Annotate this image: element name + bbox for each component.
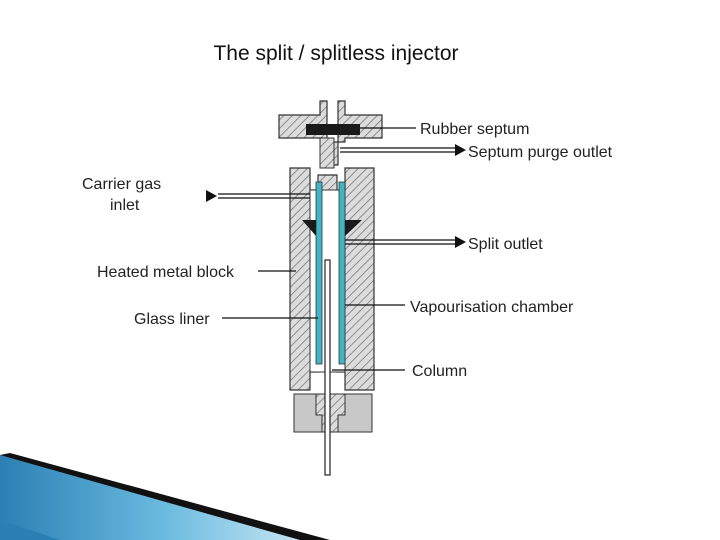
label-carrier-gas-2: inlet (110, 197, 140, 214)
glass-liner-left (315, 181, 323, 365)
rubber-septum-shape (306, 124, 360, 135)
glass-liner-right (338, 181, 346, 365)
leader-lines (218, 127, 455, 371)
diagram-title: The split / splitless injector (213, 42, 459, 65)
label-column: Column (412, 363, 467, 380)
label-vapourisation-chamber: Vapourisation chamber (410, 299, 574, 316)
label-split-outlet: Split outlet (468, 236, 543, 253)
arrowheads (206, 144, 466, 248)
label-glass-liner: Glass liner (134, 311, 210, 328)
injector-body (278, 100, 383, 476)
carrier-gas-arrow (206, 190, 217, 202)
column-shape (324, 259, 331, 476)
black-swoosh (0, 453, 330, 540)
label-septum-purge-outlet: Septum purge outlet (468, 144, 613, 161)
slide-decoration (0, 453, 330, 540)
label-rubber-septum: Rubber septum (420, 121, 529, 138)
split-outlet-arrow (455, 236, 466, 248)
label-carrier-gas-1: Carrier gas (82, 176, 161, 193)
label-heated-metal-block: Heated metal block (97, 264, 235, 281)
septum-purge-arrow (455, 144, 466, 156)
